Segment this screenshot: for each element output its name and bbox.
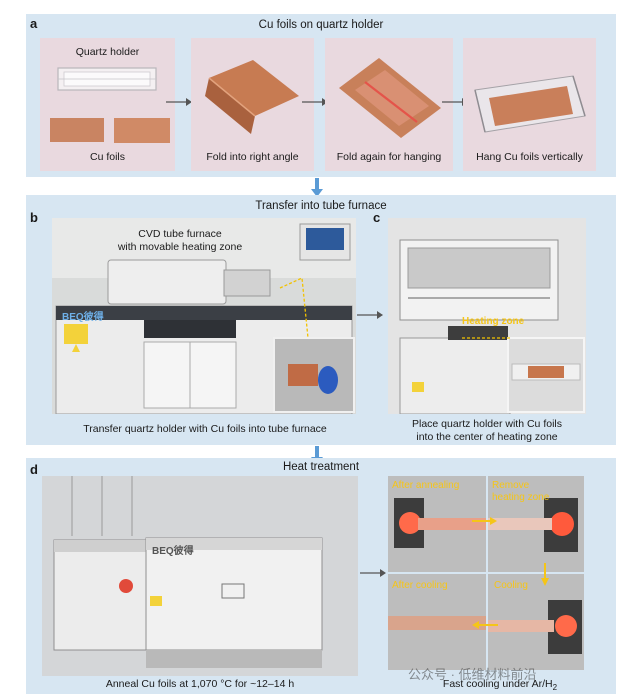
label-fold-again: Fold again for hanging — [336, 151, 442, 163]
caption-panel-c-line1: Place quartz holder with Cu foils — [412, 418, 562, 430]
label-cvd-furnace-line2: with movable heating zone — [117, 241, 243, 253]
arrow-right-icon — [302, 98, 328, 106]
photo-fold-right-angle — [191, 38, 314, 171]
panel-c-tag: c — [373, 210, 381, 225]
furnace-drawing — [52, 218, 356, 414]
arrow-down-icon — [311, 178, 323, 197]
brand-label-d: BEQ彼得 — [152, 546, 194, 557]
arrow-left-yellow-icon — [472, 621, 498, 629]
photo-after-cooling: After cooling — [388, 574, 486, 670]
label-quartz-holder: Quartz holder — [75, 46, 140, 58]
double-folded-foil-drawing — [339, 58, 441, 138]
watermark: 公众号 · 低维材料前沿 — [408, 667, 537, 682]
photo-cvd-furnace: BEQ彼得 — [52, 218, 356, 414]
quartz-holder-drawing — [50, 67, 170, 143]
photo-heating-zone: Heating zone — [388, 218, 586, 414]
after-annealing-label: After annealing — [392, 480, 460, 491]
panel-b-tag: b — [30, 210, 38, 225]
arrow-right-icon — [360, 569, 386, 577]
folded-foil-drawing — [205, 60, 299, 134]
arrow-right-icon — [166, 98, 192, 106]
remove-heating-zone-label2: heating zone — [492, 492, 550, 503]
photo-fold-again — [325, 38, 453, 171]
anneal-furnace-drawing — [42, 476, 358, 676]
caption-panel-d: Anneal Cu foils at 1,070 °C for ~12–14 h — [105, 678, 295, 690]
label-cvd-furnace-line1: CVD tube furnace — [138, 228, 222, 240]
heat-treatment-title: Heat treatment — [282, 461, 360, 473]
arrow-right-yellow-icon — [472, 517, 497, 525]
heating-zone-drawing — [388, 218, 586, 414]
photo-after-annealing: After annealing — [388, 476, 486, 572]
photo-anneal: BEQ彼得 — [42, 476, 358, 676]
photo-cooling: Cooling — [488, 574, 584, 670]
label-hang-vertically: Hang Cu foils vertically — [476, 151, 583, 163]
photo-quartz-holder — [40, 38, 175, 171]
arrow-right-icon — [357, 311, 383, 319]
panel-a-title: Cu foils on quartz holder — [258, 19, 384, 31]
cooling-label: Cooling — [494, 580, 528, 591]
fast-cooling-text: Fast cooling under Ar/H — [442, 678, 553, 690]
panel-d-tag: d — [30, 462, 38, 477]
transfer-title: Transfer into tube furnace — [255, 200, 387, 212]
panel-a-tag: a — [30, 16, 38, 31]
caption-panel-b: Transfer quartz holder with Cu foils int… — [83, 423, 327, 435]
caption-fast-cooling: Fast cooling under Ar/H2 — [420, 678, 580, 694]
label-fold-right-angle: Fold into right angle — [206, 151, 299, 163]
heating-zone-label: Heating zone — [462, 316, 525, 327]
photo-hang-vertically — [463, 38, 596, 171]
hanging-foil-drawing — [474, 75, 586, 133]
brand-label: BEQ彼得 — [62, 312, 104, 323]
label-cu-foils: Cu foils — [89, 151, 125, 163]
fast-cooling-subscript: 2 — [552, 683, 558, 693]
arrow-down-yellow-icon — [541, 563, 549, 586]
after-cooling-label: After cooling — [392, 580, 448, 591]
remove-heating-zone-label1: Remove — [492, 480, 530, 491]
photo-remove-heating-zone: Remove heating zone — [488, 476, 584, 572]
caption-panel-c-line2: into the center of heating zone — [416, 431, 558, 443]
